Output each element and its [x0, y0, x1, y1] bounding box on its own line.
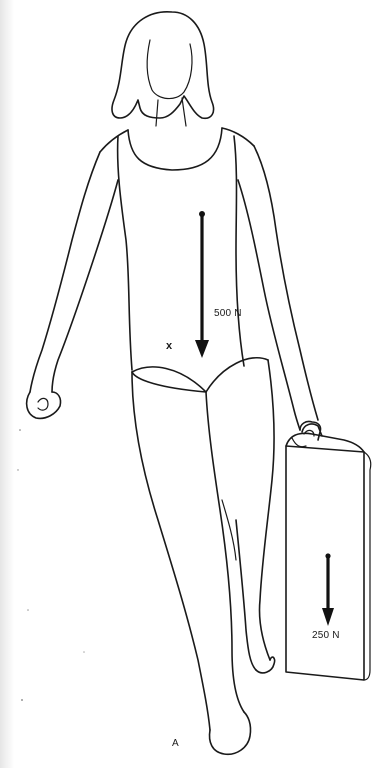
body-weight-label: 500 N [214, 308, 242, 319]
scan-specks [17, 429, 85, 701]
panel-label: A [172, 738, 179, 749]
left-arm [27, 152, 118, 418]
suitcase-weight-arrow [322, 553, 334, 626]
legs [132, 360, 275, 754]
right-arm [238, 146, 321, 440]
torso [100, 128, 268, 392]
center-of-gravity-mark: x [166, 340, 172, 352]
suitcase-weight-label: 250 N [312, 630, 340, 641]
suitcase [286, 424, 371, 680]
head [112, 12, 214, 126]
body-weight-arrow [195, 211, 209, 358]
